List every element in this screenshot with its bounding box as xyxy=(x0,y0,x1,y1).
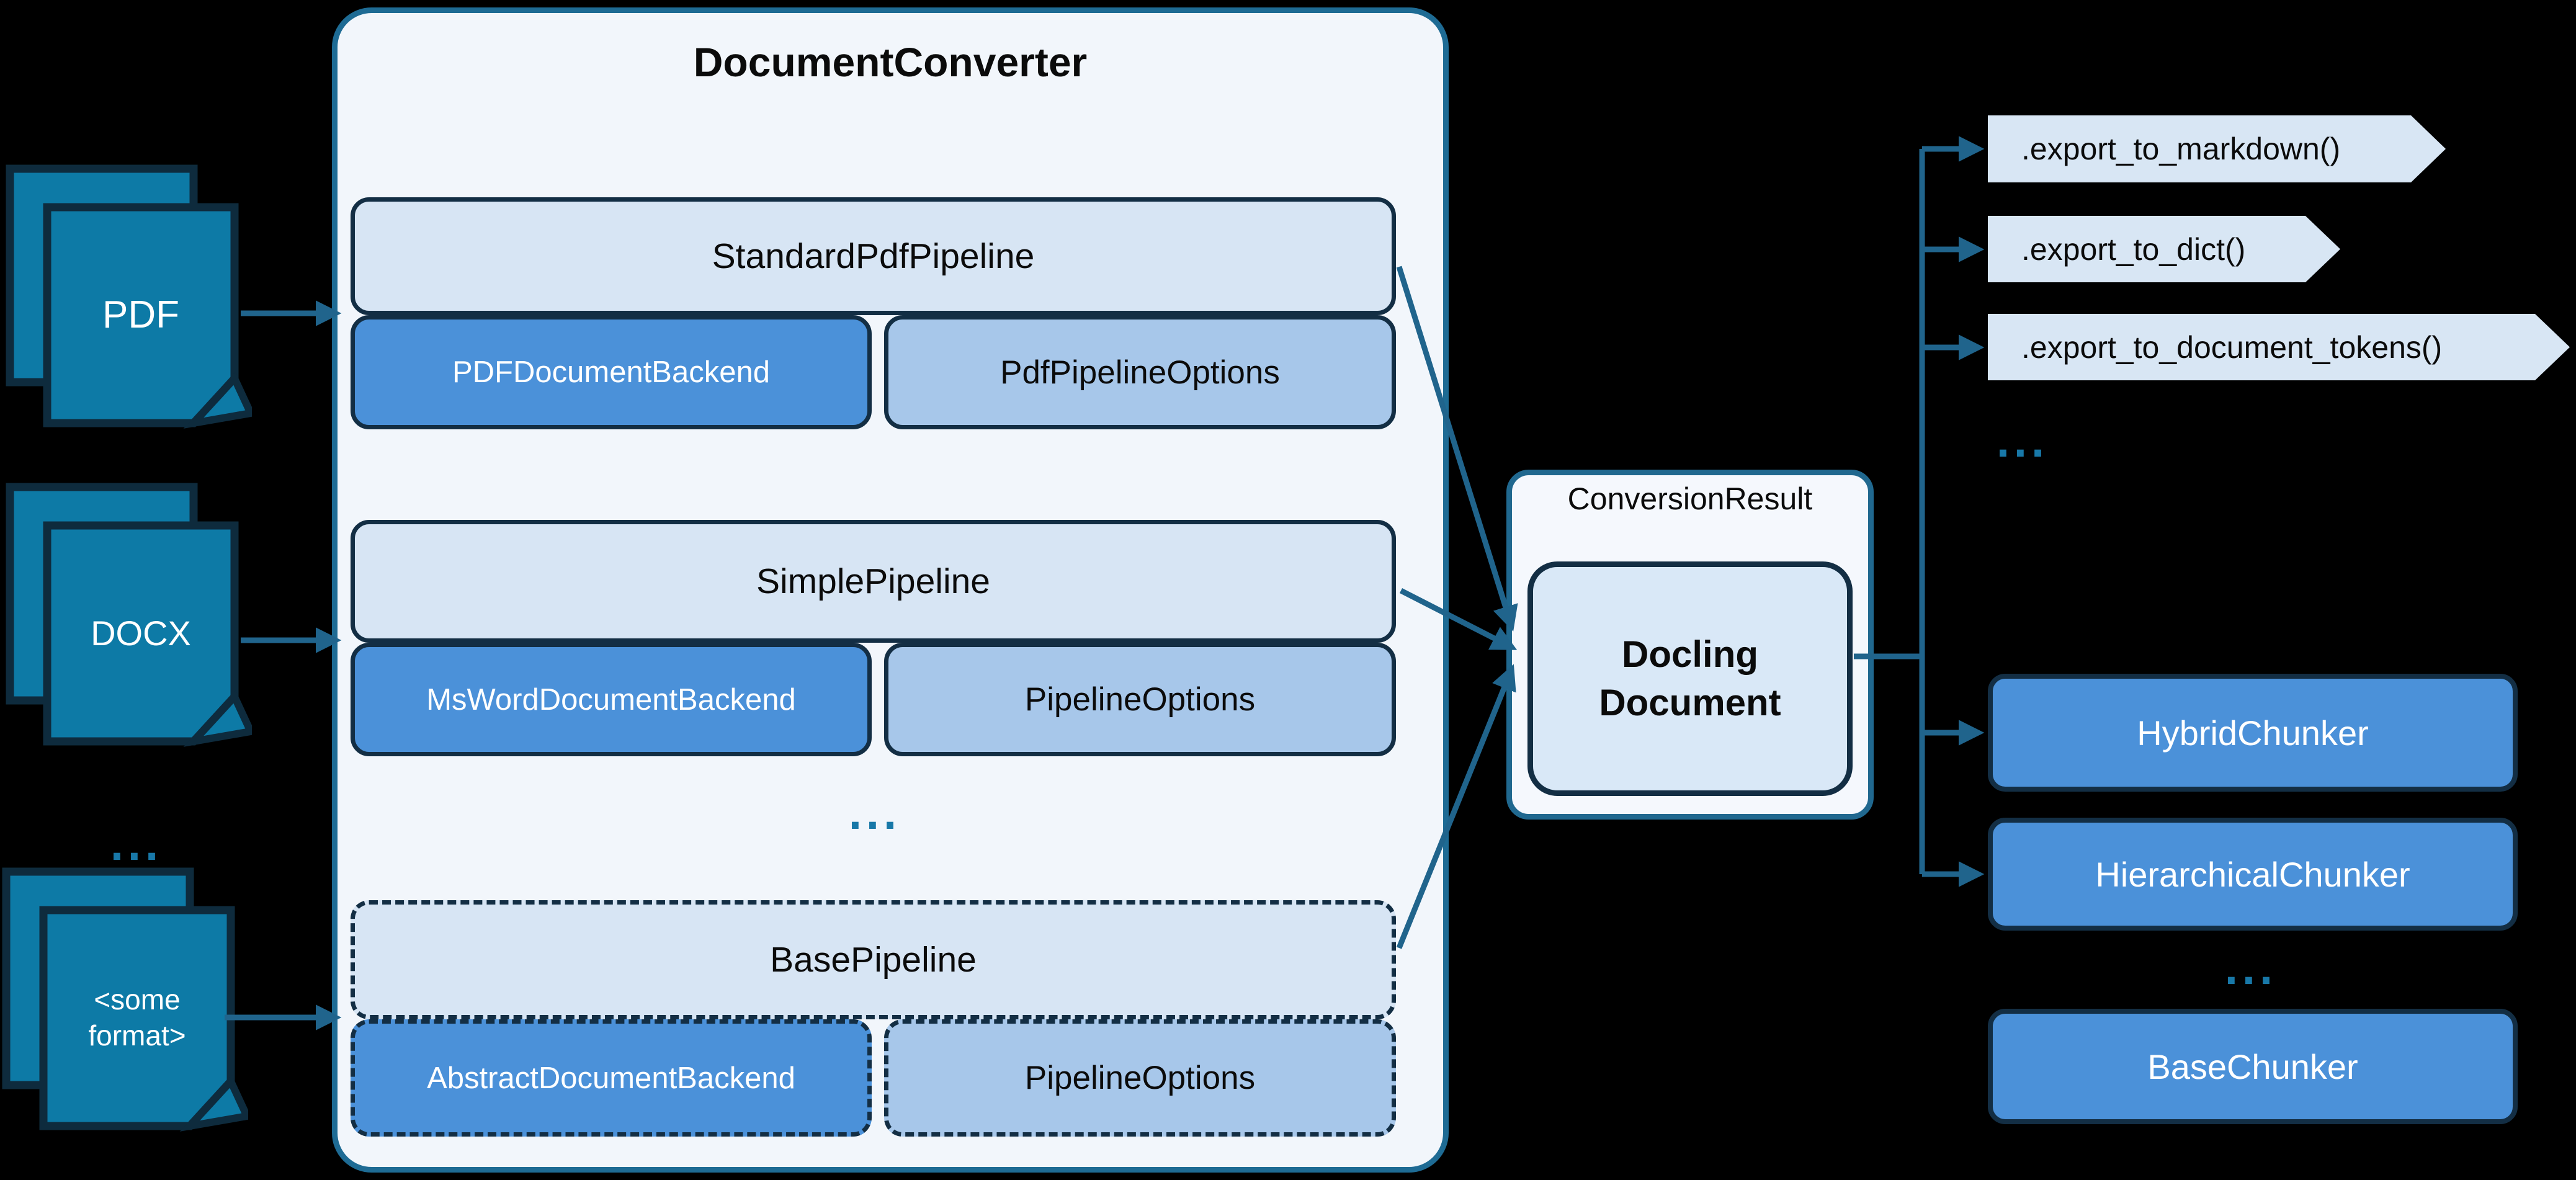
document-stack-icon xyxy=(6,164,252,429)
options-pdfpipelineoptions: PdfPipelineOptions xyxy=(884,315,1396,429)
hierarchical-chunker-box: HierarchicalChunker xyxy=(1988,818,2518,931)
backend-pdfdocumentbackend: PDFDocumentBackend xyxy=(351,315,872,429)
options-pipelineoptions: PipelineOptions xyxy=(884,643,1396,756)
conversion-result-label: ConversionResult xyxy=(1567,481,1813,516)
converter-ellipsis: ... xyxy=(848,787,901,839)
source-doc-someformat: <some format> xyxy=(0,865,248,1135)
docling-document-box: Docling Document xyxy=(1527,561,1853,796)
document-converter-title: DocumentConverter xyxy=(693,39,1088,85)
backend-msw;orddocumentbackend: MsWordDocumentBackend xyxy=(351,643,872,756)
sources-ellipsis: ... xyxy=(110,818,163,870)
export-to-dict-chevron: .export_to_dict() xyxy=(1988,216,2340,282)
source-label-pdf: PDF xyxy=(102,293,179,337)
export-to-markdown-chevron: .export_to_markdown() xyxy=(1988,115,2446,182)
pipeline-basepipeline: BasePipeline xyxy=(351,900,1396,1019)
chunkers-ellipsis: ... xyxy=(2224,942,2278,995)
pipeline-simplepipeline: SimplePipeline xyxy=(351,520,1396,643)
document-stack-icon xyxy=(2,867,248,1132)
source-label-docx: DOCX xyxy=(91,613,191,653)
source-doc-pdf: PDF xyxy=(4,163,252,432)
options-pipelineoptions-base: PipelineOptions xyxy=(884,1019,1396,1137)
hybrid-chunker-box: HybridChunker xyxy=(1988,674,2518,792)
exports-ellipsis: ... xyxy=(1996,414,2049,467)
source-doc-docx: DOCX xyxy=(4,481,252,751)
source-label-someformat: <some format> xyxy=(88,983,186,1052)
pipeline-standardpdfpipeline: StandardPdfPipeline xyxy=(351,197,1396,315)
backend-abstractdocumentbackend: AbstractDocumentBackend xyxy=(351,1019,872,1137)
document-stack-icon xyxy=(6,483,252,747)
export-to-document-tokens-chevron: .export_to_document_tokens() xyxy=(1988,314,2570,380)
base-chunker-box: BaseChunker xyxy=(1988,1009,2518,1124)
